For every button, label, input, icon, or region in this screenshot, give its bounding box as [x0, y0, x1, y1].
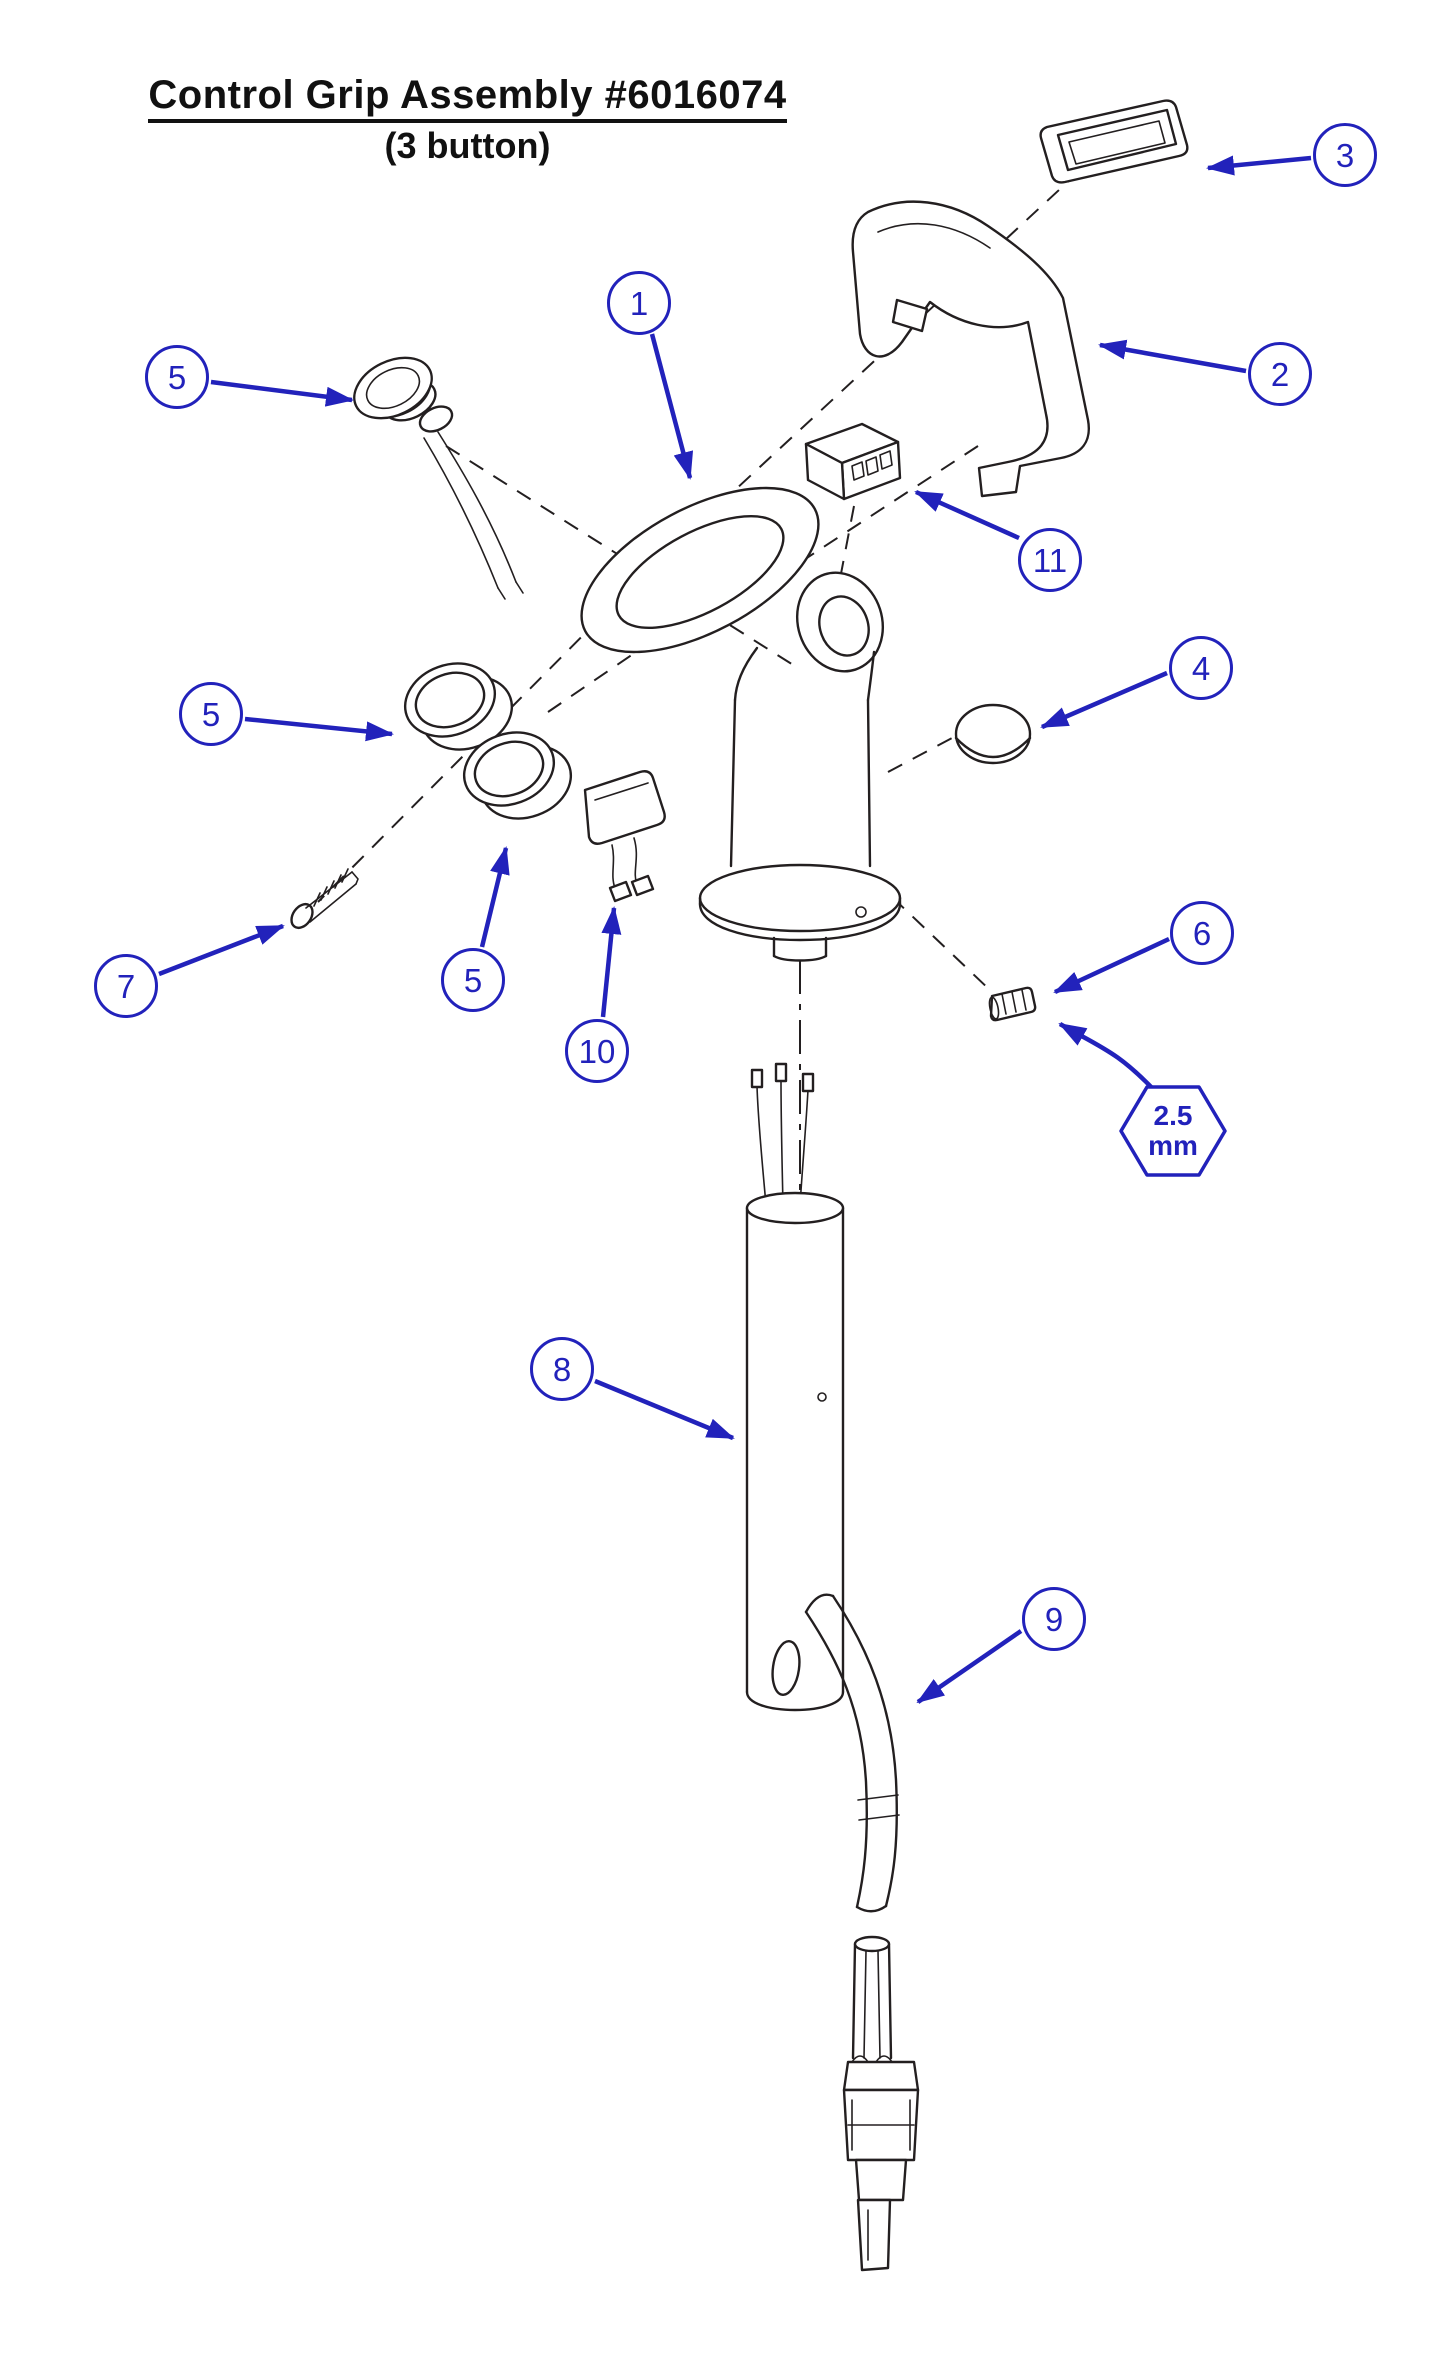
- part-push-buttons: [403, 662, 573, 820]
- callout-4-label: 4: [1191, 649, 1211, 687]
- callout-3: 3: [1313, 123, 1377, 187]
- part-screw: [290, 868, 359, 930]
- diagram-subtitle: (3 button): [384, 125, 551, 166]
- callout-1-label: 1: [629, 284, 649, 322]
- callout-9-label: 9: [1044, 1600, 1064, 1638]
- part-switch-terminals: [583, 770, 666, 903]
- callout-7-label: 7: [116, 967, 136, 1005]
- callout-6-label: 6: [1192, 914, 1212, 952]
- callout-1: 1: [607, 271, 671, 335]
- part-connector-block: [804, 422, 902, 501]
- callout-5b-label: 5: [201, 695, 221, 733]
- wrench-size-label: 2.5 mm: [1121, 1087, 1225, 1175]
- wrench-size-value: 2.5: [1153, 1100, 1193, 1131]
- callout-8-label: 8: [552, 1350, 572, 1388]
- callout-7: 7: [94, 954, 158, 1018]
- wrench-size-hexagon: [1119, 1085, 1227, 1177]
- part-set-screw: [988, 986, 1037, 1022]
- part-grip-body: [580, 486, 902, 962]
- part-cable: [804, 1593, 900, 1913]
- callout-4: 4: [1169, 636, 1233, 700]
- callout-10: 10: [565, 1019, 629, 1083]
- part-lower-tube: [745, 1062, 845, 1712]
- callout-arrows: [158, 155, 1312, 1704]
- part-housing-cover: [851, 200, 1091, 498]
- callout-10-label: 10: [578, 1032, 616, 1070]
- wrench-size-unit: mm: [1148, 1130, 1198, 1161]
- callout-11-label: 11: [1032, 541, 1068, 579]
- callout-9: 9: [1022, 1587, 1086, 1651]
- callout-8: 8: [530, 1337, 594, 1401]
- part-round-cap: [954, 703, 1032, 765]
- callout-6: 6: [1170, 901, 1234, 965]
- callout-5c-label: 5: [463, 961, 483, 999]
- callout-5b: 5: [179, 682, 243, 746]
- title-block: Control Grip Assembly #6016074 (3 button…: [95, 72, 840, 167]
- part-bottom-connector: [842, 1935, 920, 2272]
- callout-2: 2: [1248, 342, 1312, 406]
- callout-3-label: 3: [1335, 136, 1355, 174]
- part-top-cover-plate: [1039, 99, 1189, 184]
- callout-5c: 5: [441, 948, 505, 1012]
- callout-2-label: 2: [1270, 355, 1290, 393]
- callout-5a-label: 5: [167, 358, 187, 396]
- callout-5a: 5: [145, 345, 209, 409]
- diagram-title: Control Grip Assembly #6016074: [148, 72, 787, 123]
- callout-11: 11: [1018, 528, 1082, 592]
- part-button-with-wires: [353, 356, 524, 600]
